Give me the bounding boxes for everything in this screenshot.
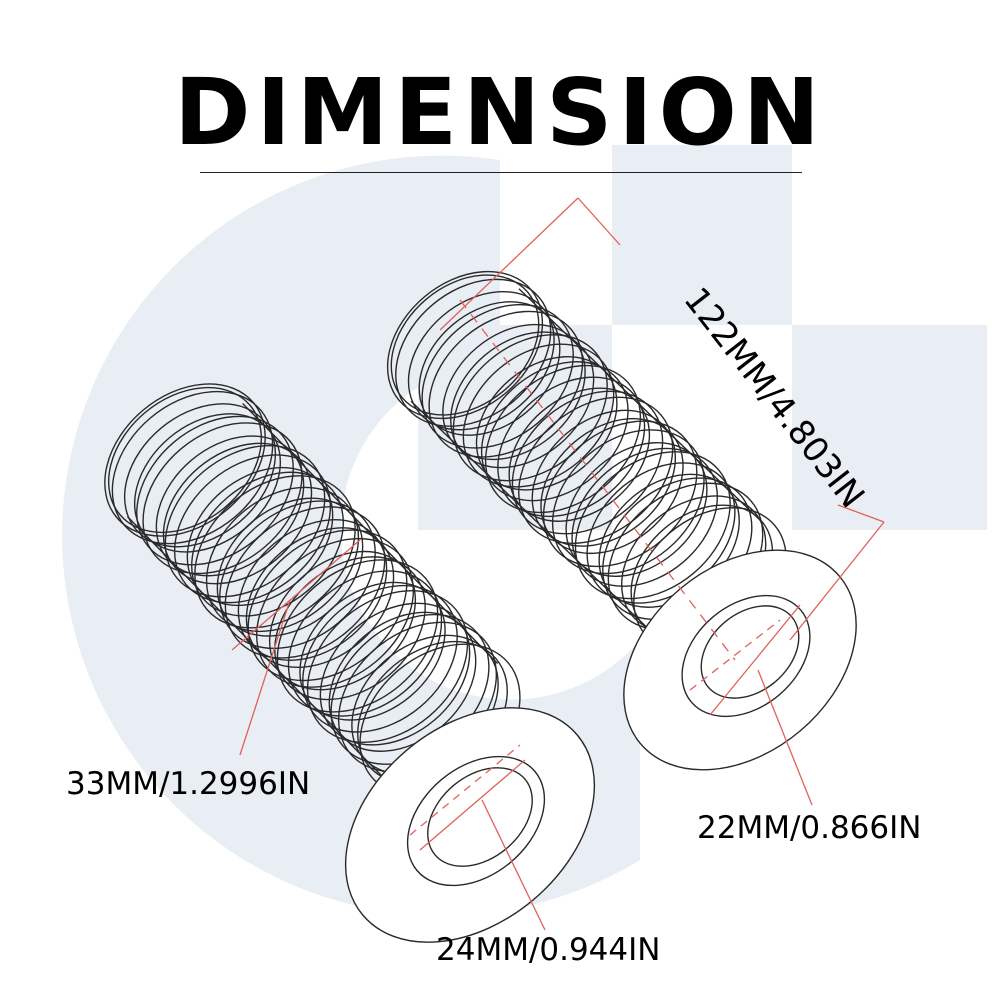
- grip-rib: [287, 570, 443, 717]
- grip-rib: [194, 475, 356, 629]
- right-bore-leader: [757, 669, 813, 806]
- grip-rib: [274, 556, 426, 701]
- grip-rib: [173, 454, 332, 604]
- grip-rib: [306, 590, 469, 743]
- grip-rib: [142, 422, 303, 575]
- length-extension-line: [577, 197, 621, 246]
- right-bore-line: [709, 604, 801, 716]
- grip-rib: [245, 527, 395, 669]
- grip-rib: [421, 303, 574, 449]
- grip-end-cap: [104, 383, 266, 537]
- left-bore-axis: [409, 744, 521, 836]
- grip-bore-inner: [700, 605, 800, 699]
- grip-rib: [162, 442, 313, 585]
- grip-bore-outer: [681, 594, 811, 718]
- grip-rib: [571, 447, 719, 587]
- right-bore-axis: [689, 619, 781, 691]
- grip-rib: [551, 429, 705, 575]
- grip-rib: [540, 417, 684, 555]
- grip-rib: [205, 486, 360, 633]
- length-axis-line: [459, 299, 736, 661]
- grip-bore-outer: [406, 755, 546, 887]
- length-extension-line: [837, 504, 885, 523]
- grip-rib: [302, 584, 458, 733]
- page-title: DIMENSION: [174, 59, 826, 166]
- outer-diameter-line: [231, 539, 361, 651]
- grip-rib: [191, 471, 344, 617]
- left-grip: [104, 383, 596, 943]
- left-bore-line: [419, 759, 526, 851]
- left-bore-label: 24MM/0.944IN: [436, 932, 661, 968]
- grip-rib: [518, 396, 674, 544]
- grip-rib: [237, 519, 388, 661]
- title-divider: [200, 172, 802, 173]
- grip-rib: [299, 581, 446, 721]
- outer-diameter-leader: [239, 599, 291, 756]
- grip-end-cap: [386, 270, 544, 420]
- grip-rib: [574, 451, 731, 600]
- grip-flange: [344, 707, 596, 943]
- left-bore-leader: [481, 799, 546, 931]
- grip-bore-inner: [427, 767, 533, 867]
- right-bore-label: 22MM/0.866IN: [697, 810, 922, 846]
- grip-rib: [480, 361, 629, 502]
- grip-rib: [462, 343, 615, 488]
- outer-diameter-label: 33MM/1.2996IN: [66, 766, 311, 802]
- grip-rib: [390, 274, 540, 416]
- grip-rib: [418, 301, 561, 436]
- right-grip: [386, 270, 857, 771]
- dimension-lines: [231, 197, 885, 931]
- grip-rib: [224, 506, 386, 659]
- grip-rib: [107, 386, 263, 534]
- grip-rib: [319, 602, 471, 746]
- length-witness-line: [439, 197, 579, 331]
- length-witness-line: [789, 521, 885, 641]
- grip-rib: [276, 559, 439, 713]
- grip-rib: [497, 376, 646, 518]
